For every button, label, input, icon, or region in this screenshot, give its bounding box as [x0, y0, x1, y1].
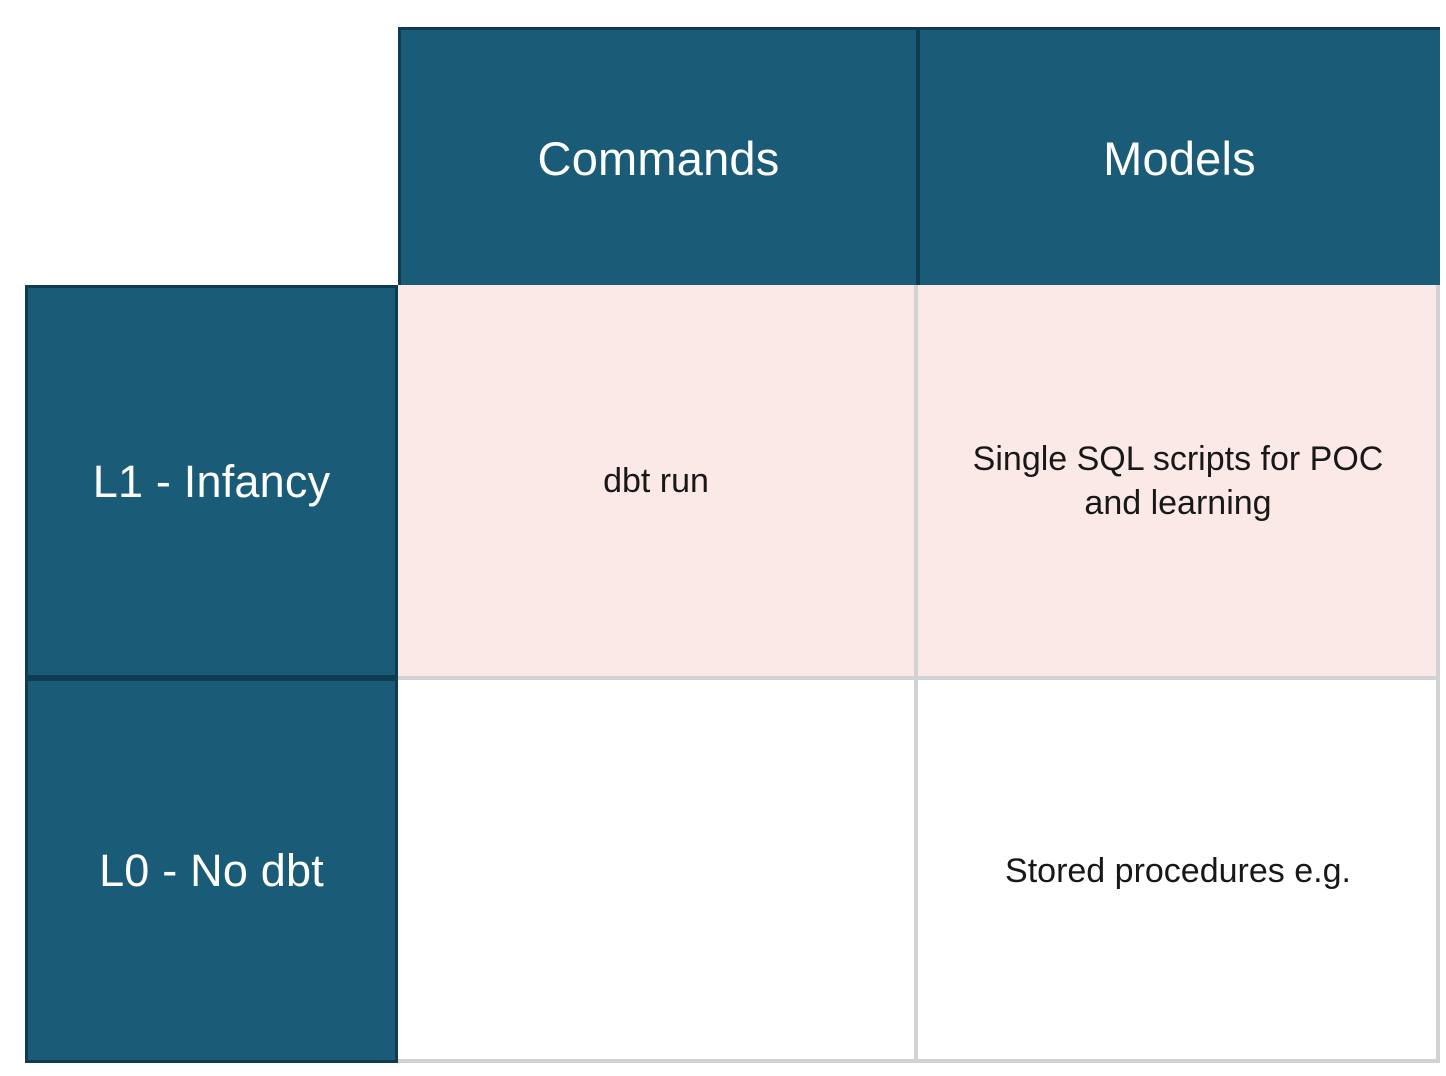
cell-l1-commands: dbt run — [398, 285, 914, 678]
body-right-gridline — [1436, 285, 1440, 1063]
body-vertical-gridline — [914, 285, 918, 1063]
column-header-commands: Commands — [537, 131, 780, 185]
row-header-l0-no-dbt: L0 - No dbt — [25, 678, 398, 1063]
cell-l0-models: Stored procedures e.g. — [918, 680, 1438, 1063]
row-header-l1-infancy: L1 - Infancy — [25, 285, 398, 678]
column-header-divider — [916, 30, 920, 288]
matrix-body: dbt run Single SQL scripts for POC and l… — [398, 285, 1440, 1063]
body-bottom-gridline — [398, 1059, 1440, 1063]
body-horizontal-gridline — [398, 676, 1440, 680]
cell-l0-commands — [398, 680, 914, 1063]
column-header-models: Models — [1103, 131, 1256, 185]
cell-l1-models: Single SQL scripts for POC and learning — [918, 285, 1438, 678]
column-header-band: Commands Models — [398, 27, 1440, 288]
